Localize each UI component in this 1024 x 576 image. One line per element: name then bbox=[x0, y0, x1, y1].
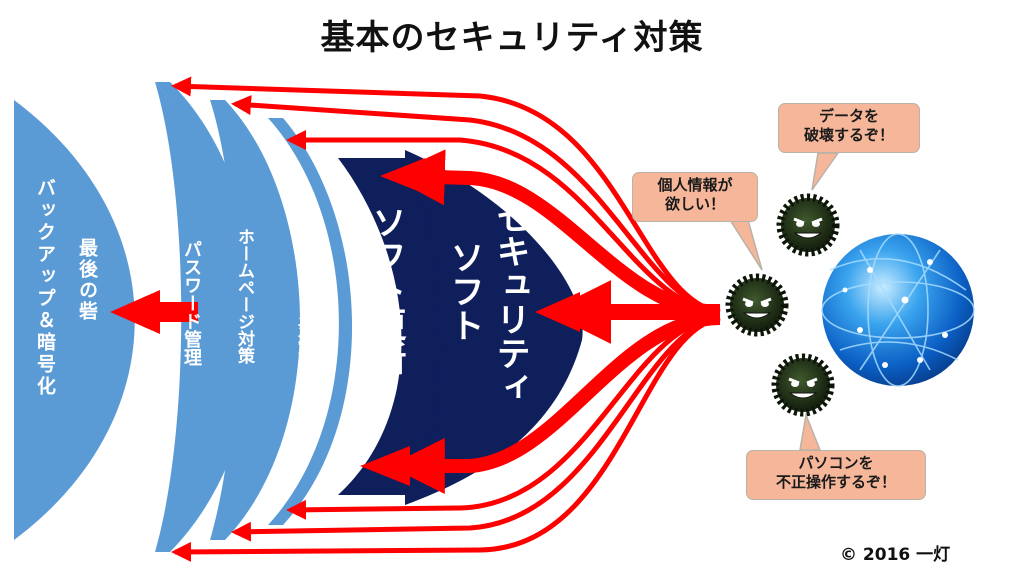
label-backup: バックアップ＆暗号化 bbox=[32, 178, 59, 398]
bubble-destroy-line2: 破壊するぞ！ bbox=[779, 126, 919, 145]
label-spam: 迷惑メール対策 bbox=[292, 236, 317, 355]
label-security-line1: セキュリティ bbox=[486, 200, 535, 404]
bubble-destroy-line1: データを bbox=[779, 107, 919, 126]
virus-icon bbox=[776, 358, 830, 412]
label-password: パスワード管理 bbox=[178, 240, 204, 366]
label-homepage: ホームページ対策 bbox=[232, 228, 257, 364]
bubble-personal-info: 個人情報が 欲しい！ bbox=[632, 172, 758, 222]
label-outer-bastion: 最後の砦 bbox=[74, 238, 101, 322]
bubble-pc-line2: 不正操作するぞ！ bbox=[747, 473, 925, 492]
globe-icon bbox=[822, 234, 974, 386]
bubble-pc-line1: パソコンを bbox=[747, 454, 925, 473]
bubble-pc-control: パソコンを 不正操作するぞ！ bbox=[746, 450, 926, 500]
label-security-line2: ソフト bbox=[440, 240, 489, 342]
page-title: 基本のセキュリティ対策 bbox=[0, 10, 1024, 59]
copyright: © 2016 一灯 bbox=[840, 540, 950, 565]
bubble-destroy-data: データを 破壊するぞ！ bbox=[778, 103, 920, 153]
virus-icon bbox=[781, 198, 835, 252]
bubble-personal-line1: 個人情報が bbox=[633, 176, 757, 195]
virus-icon bbox=[730, 278, 784, 332]
bubble-personal-line2: 欲しい！ bbox=[633, 195, 757, 214]
label-update: ソフト更新 bbox=[362, 205, 411, 375]
